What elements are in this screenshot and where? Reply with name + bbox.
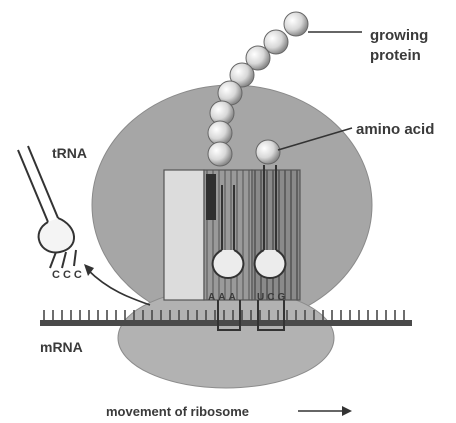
- ribosome-small-subunit: [118, 288, 334, 388]
- exiting-trna-anticodon: CCC: [52, 269, 85, 281]
- movement-label: movement of ribosome: [106, 404, 249, 419]
- trna-label: tRNA: [52, 145, 87, 161]
- growing-protein-label-line1: growing: [370, 27, 428, 44]
- anticodon-left: AAA: [208, 292, 239, 303]
- anticodon-right: UCG: [257, 292, 288, 303]
- trna-binding-sites: [164, 170, 300, 300]
- mrna-label: mRNA: [40, 339, 83, 355]
- exiting-trna: [18, 146, 76, 268]
- amino-acid-bead: [256, 140, 280, 164]
- movement-arrowhead: [342, 406, 352, 416]
- amino-acid-label: amino acid: [356, 121, 434, 138]
- growing-protein-label-line2: protein: [370, 47, 421, 64]
